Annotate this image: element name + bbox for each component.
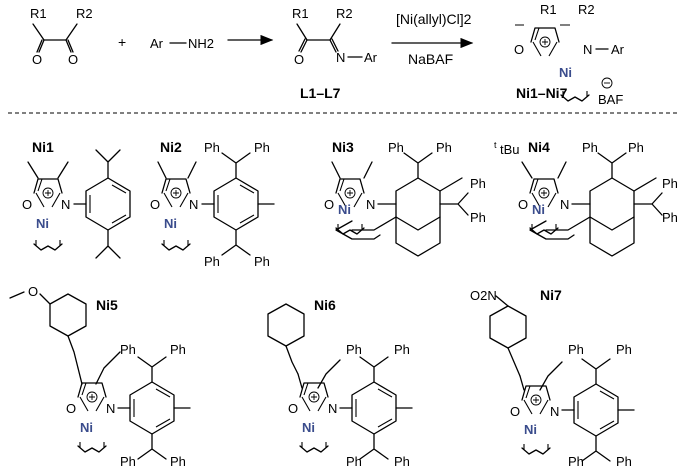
phenyl-label: Ph	[254, 140, 270, 155]
ligand-product: R1 R2 O N Ar L1–L7	[292, 6, 378, 101]
catalyst-label: Ni1	[32, 139, 54, 155]
nickel-label: Ni	[338, 202, 351, 217]
catalyst-label: Ni7	[540, 287, 562, 303]
r1-label: R1	[292, 6, 309, 21]
reagent-nickel-label: [Ni(allyl)Cl]2	[396, 11, 472, 27]
oxygen-label: O	[294, 52, 304, 67]
phenyl-label: Ph	[346, 342, 362, 357]
nitrogen-label: N	[336, 50, 345, 65]
oxygen-label: O	[22, 197, 32, 212]
nitro-label: O2N	[470, 288, 497, 303]
catalyst-label: Ni2	[160, 139, 182, 155]
phenyl-label: Ph	[628, 140, 644, 155]
r2-label: R2	[336, 6, 353, 21]
amine-label: NH2	[188, 36, 214, 51]
oxygen-label: O	[288, 401, 298, 416]
catalyst-label: Ni6	[314, 297, 336, 313]
methoxy-oxygen-label: O	[28, 284, 38, 299]
phenyl-label: Ph	[394, 454, 410, 468]
reagent-salt-label: NaBAF	[408, 51, 453, 67]
nickel-label: Ni	[524, 422, 537, 437]
nitrogen-label: N	[328, 401, 337, 416]
aryl-label: Ar	[611, 42, 625, 57]
phenyl-label: Ph	[394, 342, 410, 357]
oxygen-label: O	[510, 404, 520, 419]
nitrogen-label: N	[106, 401, 115, 416]
phenyl-label: Ph	[616, 342, 632, 357]
phenyl-label: Ph	[254, 254, 270, 269]
phenyl-label: Ph	[616, 454, 632, 468]
catalyst-ni4: Ni4 t tBu O N Ni Ph Ph Ph Ph	[494, 139, 678, 257]
catalyst-label: Ni4	[528, 139, 550, 155]
nitrogen-label: N	[61, 197, 70, 212]
r2-label: R2	[578, 2, 595, 17]
phenyl-label: Ph	[470, 176, 486, 191]
oxygen-label: O	[32, 52, 42, 67]
nickel-label: Ni	[532, 202, 545, 217]
oxygen-label: O	[68, 52, 78, 67]
nickel-label: Ni	[302, 420, 315, 435]
diketone-reactant: R1 R2 O O	[30, 6, 93, 67]
phenyl-label: Ph	[204, 254, 220, 269]
phenyl-label: Ph	[470, 210, 486, 225]
oxygen-label: O	[150, 197, 160, 212]
catalyst-ni6: Ni6 O N Ni Ph Ph Ph Ph	[267, 297, 413, 468]
complex-series-label: Ni1–Ni7	[516, 85, 568, 101]
nitrogen-label: N	[550, 404, 559, 419]
oxygen-label: O	[66, 401, 76, 416]
amine-reactant: Ar NH2	[150, 36, 214, 51]
phenyl-label: Ph	[120, 454, 136, 468]
phenyl-label: Ph	[170, 342, 186, 357]
phenyl-label: Ph	[120, 342, 136, 357]
nitrogen-label: N	[189, 197, 198, 212]
aryl-label: Ar	[364, 50, 378, 65]
tbu-label: tBu	[500, 142, 520, 157]
catalyst-ni5: Ni5 O O N Ni Ph Ph Ph Ph	[9, 284, 191, 468]
r1-label: R1	[540, 2, 557, 17]
phenyl-label: Ph	[568, 454, 584, 468]
catalyst-ni2: Ni2 O N Ni Ph Ph Ph Ph	[150, 139, 275, 269]
oxygen-label: O	[514, 42, 524, 57]
oxygen-label: O	[324, 197, 334, 212]
phenyl-label: Ph	[204, 140, 220, 155]
plus-sign: +	[118, 34, 126, 50]
phenyl-label: Ph	[436, 140, 452, 155]
oxygen-label: O	[518, 197, 528, 212]
catalyst-ni1: Ni1 O N Ni	[22, 139, 131, 259]
nitrogen-label: N	[560, 197, 569, 212]
nitrogen-label: N	[583, 42, 592, 57]
nickel-label: Ni	[559, 65, 572, 80]
phenyl-label: Ph	[662, 210, 678, 225]
ligand-series-label: L1–L7	[300, 85, 341, 101]
aryl-label: Ar	[150, 36, 164, 51]
catalyst-ni7: Ni7 O2N O N Ni Ph Ph Ph Ph	[470, 287, 635, 468]
nickel-label: Ni	[36, 216, 49, 231]
phenyl-label: Ph	[568, 342, 584, 357]
phenyl-label: Ph	[346, 454, 362, 468]
nickel-complex-product: R1 R2 O N Ar Ni BAF Ni1–Ni7	[514, 2, 625, 107]
nickel-label: Ni	[80, 420, 93, 435]
catalyst-ni3: Ni3 O N Ni Ph Ph Ph Ph	[324, 139, 486, 257]
r1-label: R1	[30, 6, 47, 21]
r2-label: R2	[76, 6, 93, 21]
catalyst-label: Ni5	[96, 297, 118, 313]
counterion-label: BAF	[598, 92, 623, 107]
phenyl-label: Ph	[170, 454, 186, 468]
nickel-label: Ni	[164, 216, 177, 231]
phenyl-label: Ph	[662, 176, 678, 191]
nitrogen-label: N	[366, 197, 375, 212]
phenyl-label: Ph	[582, 140, 598, 155]
phenyl-label: Ph	[388, 140, 404, 155]
svg-text:t: t	[494, 140, 497, 150]
catalyst-label: Ni3	[332, 139, 354, 155]
